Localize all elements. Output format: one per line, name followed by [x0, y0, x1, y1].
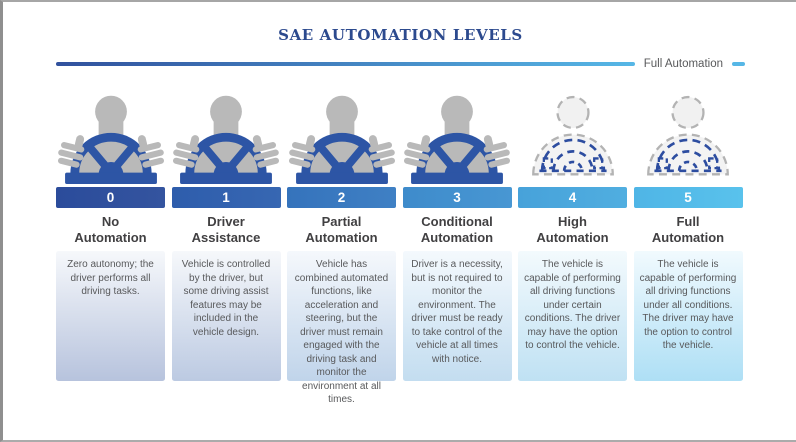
- level-number: 3: [453, 190, 461, 205]
- level-description: Vehicle is controlled by the driver, but…: [181, 259, 271, 338]
- level-number: 5: [684, 190, 692, 205]
- level-description-card: Vehicle has combined automated functions…: [287, 251, 396, 405]
- level-title: High Automation: [536, 214, 609, 245]
- page-title: SAE AUTOMATION LEVELS: [278, 26, 523, 44]
- driver-at-wheel-icon: [56, 89, 165, 185]
- level-number-banner: 2: [287, 187, 396, 208]
- automation-scale-rule: Full Automation: [56, 58, 745, 70]
- level-title: No Automation: [74, 214, 147, 245]
- level-column-5: 5 Full Automation The vehicle is capable…: [633, 89, 743, 381]
- full-automation-label: Full Automation: [643, 58, 723, 70]
- level-number-banner: 4: [518, 187, 627, 208]
- level-column-3: 3 Conditional Automation Driver is a nec…: [402, 89, 512, 381]
- level-description-card: Driver is a necessity, but is not requir…: [402, 251, 512, 381]
- level-number: 4: [568, 190, 577, 205]
- level-title: Full Automation: [651, 214, 725, 245]
- level-number-banner: 5: [633, 187, 743, 208]
- level-column-0: 0 No Automation Zero autonomy; the drive…: [56, 89, 165, 381]
- driver-at-wheel-icon: [172, 89, 281, 185]
- level-title: Partial Automation: [305, 214, 378, 245]
- level-description-card: Zero autonomy; the driver performs all d…: [56, 251, 165, 381]
- level-title: Conditional Automation: [420, 214, 494, 245]
- level-column-2: 2 Partial Automation Vehicle has combine…: [287, 89, 396, 405]
- level-description-card: Vehicle is controlled by the driver, but…: [171, 251, 281, 381]
- level-column-1: 1 Driver Assistance Vehicle is controlle…: [171, 89, 281, 381]
- level-description: Driver is a necessity, but is not requir…: [411, 259, 503, 365]
- level-number: 1: [222, 190, 230, 205]
- level-number-banner: 1: [171, 187, 281, 208]
- level-description: Vehicle has combined automated functions…: [294, 259, 389, 405]
- autonomous-driver-dashed-icon: [518, 89, 627, 185]
- rule-end-dash: [732, 62, 745, 66]
- level-title: Driver Assistance: [191, 214, 261, 245]
- level-number-banner: 0: [56, 187, 165, 208]
- gradient-rule-line: [56, 62, 635, 66]
- autonomous-driver-dashed-icon: [634, 89, 743, 185]
- driver-at-wheel-icon: [403, 89, 512, 185]
- sae-automation-levels-infographic: SAE AUTOMATION LEVELS Full Automation 0 …: [3, 2, 796, 405]
- level-description-card: The vehicle is capable of performing all…: [633, 251, 743, 381]
- level-number: 0: [106, 190, 115, 205]
- level-description: The vehicle is capable of performing all…: [524, 259, 621, 351]
- level-column-4: 4 High Automation The vehicle is capable…: [518, 89, 627, 381]
- level-number-banner: 3: [402, 187, 512, 208]
- driver-at-wheel-icon: [287, 89, 396, 185]
- level-description: The vehicle is capable of performing all…: [639, 259, 737, 351]
- level-number: 2: [337, 190, 346, 205]
- level-description-card: The vehicle is capable of performing all…: [518, 251, 627, 381]
- levels-grid: 0 No Automation Zero autonomy; the drive…: [56, 89, 745, 405]
- level-description: Zero autonomy; the driver performs all d…: [67, 259, 154, 297]
